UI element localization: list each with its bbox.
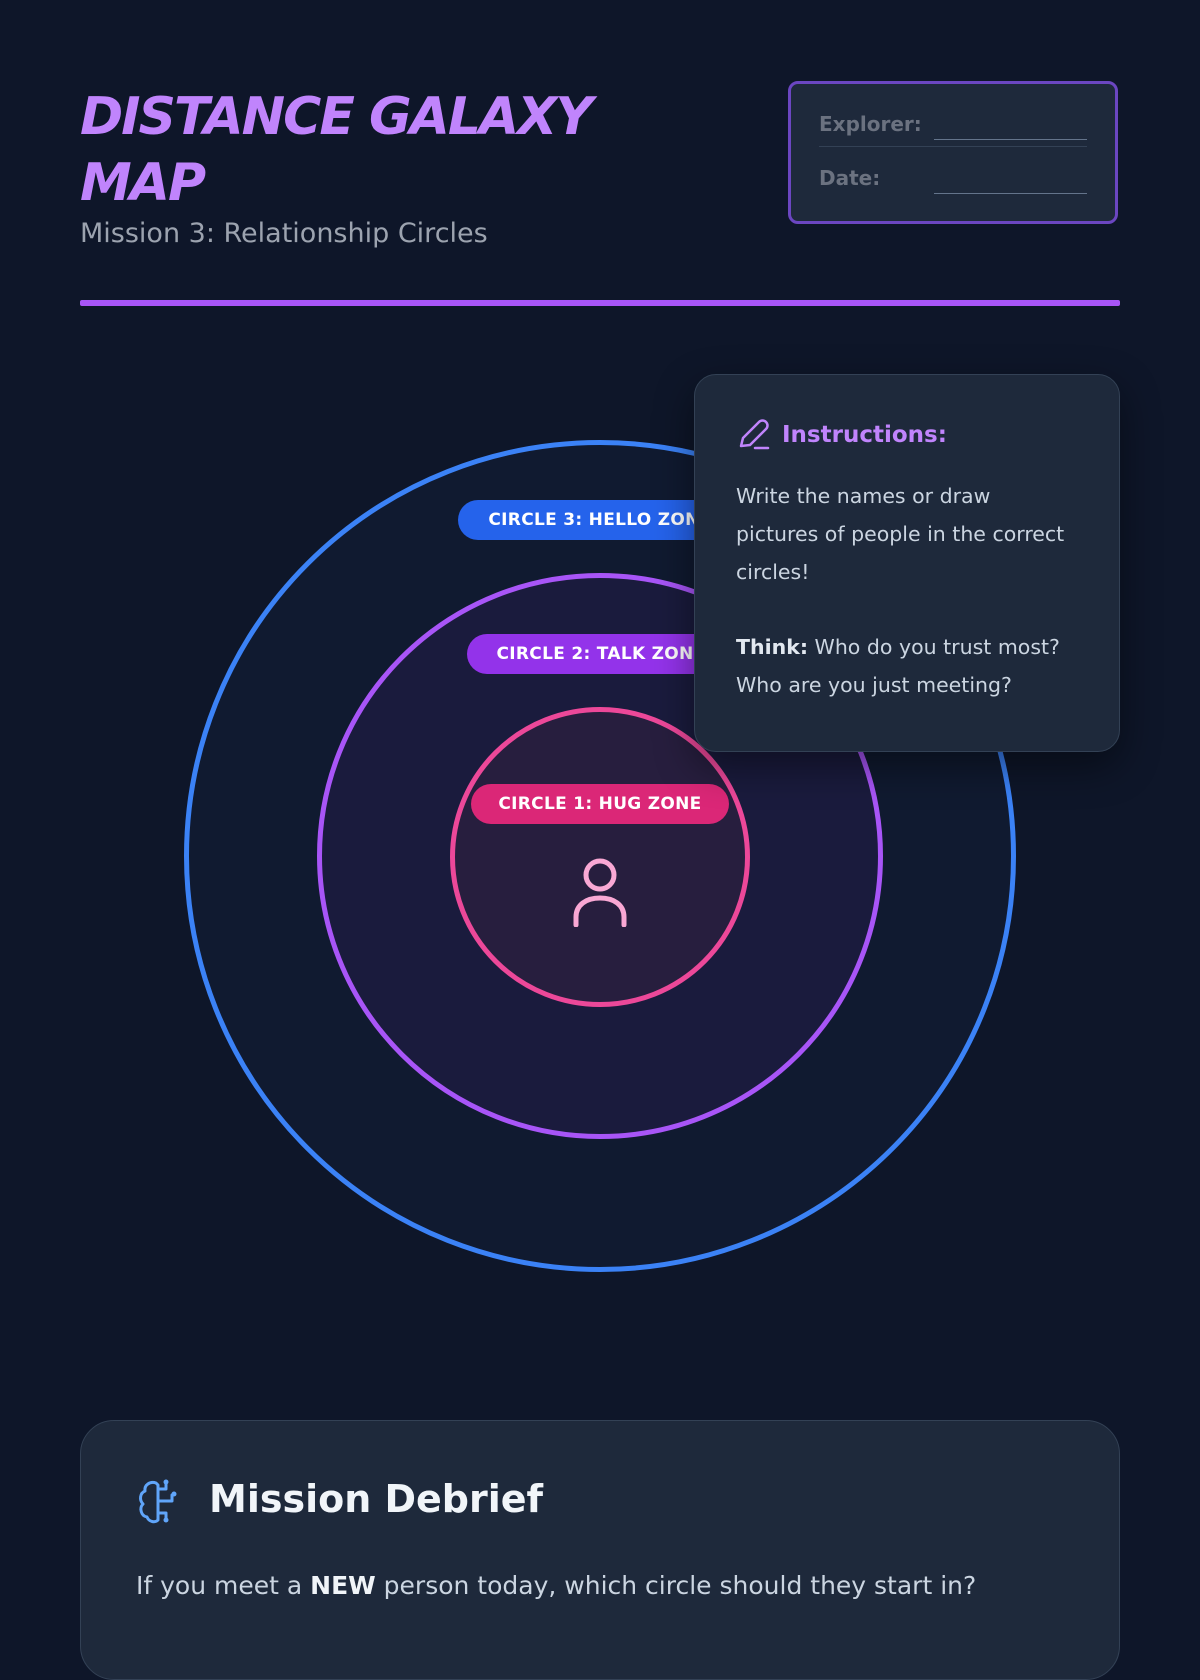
explorer-row: Explorer: <box>819 106 1087 147</box>
question-post: person today, which circle should they s… <box>375 1571 977 1600</box>
instructions-title: Instructions: <box>782 422 947 448</box>
date-row: Date: <box>819 160 1087 200</box>
circle-1-hug-zone[interactable] <box>450 707 750 1007</box>
instructions-think: Think: Who do you trust most? Who are yo… <box>736 628 1079 704</box>
mission-debrief-card: Mission Debrief If you meet a NEW person… <box>80 1420 1120 1680</box>
explorer-write-line[interactable] <box>934 139 1087 140</box>
explorer-label: Explorer: <box>819 112 922 136</box>
date-write-line[interactable] <box>934 193 1087 194</box>
person-icon <box>573 858 627 927</box>
header-divider <box>80 300 1120 306</box>
date-label: Date: <box>819 166 881 190</box>
debrief-question: If you meet a NEW person today, which ci… <box>136 1571 976 1600</box>
instructions-card: Instructions: Write the names or draw pi… <box>694 374 1120 752</box>
question-pre: If you meet a <box>136 1571 311 1600</box>
page-title: DISTANCE GALAXY MAP <box>80 87 593 213</box>
question-emphasis: NEW <box>310 1571 376 1600</box>
debrief-title: Mission Debrief <box>209 1477 544 1521</box>
instructions-body: Write the names or draw pictures of peop… <box>736 484 1065 584</box>
instructions-header: Instructions: <box>736 415 1079 455</box>
think-text: Who do you trust most? Who are you just … <box>736 635 1060 697</box>
think-label: Think: <box>736 635 809 659</box>
page-subtitle: Mission 3: Relationship Circles <box>80 218 488 249</box>
circle-1-label: CIRCLE 1: HUG ZONE <box>471 784 729 824</box>
brain-icon <box>139 1479 177 1524</box>
pencil-icon <box>739 419 770 450</box>
circle-2-label: CIRCLE 2: TALK ZONE <box>467 634 735 674</box>
explorer-info-box: Explorer: Date: <box>788 81 1118 224</box>
